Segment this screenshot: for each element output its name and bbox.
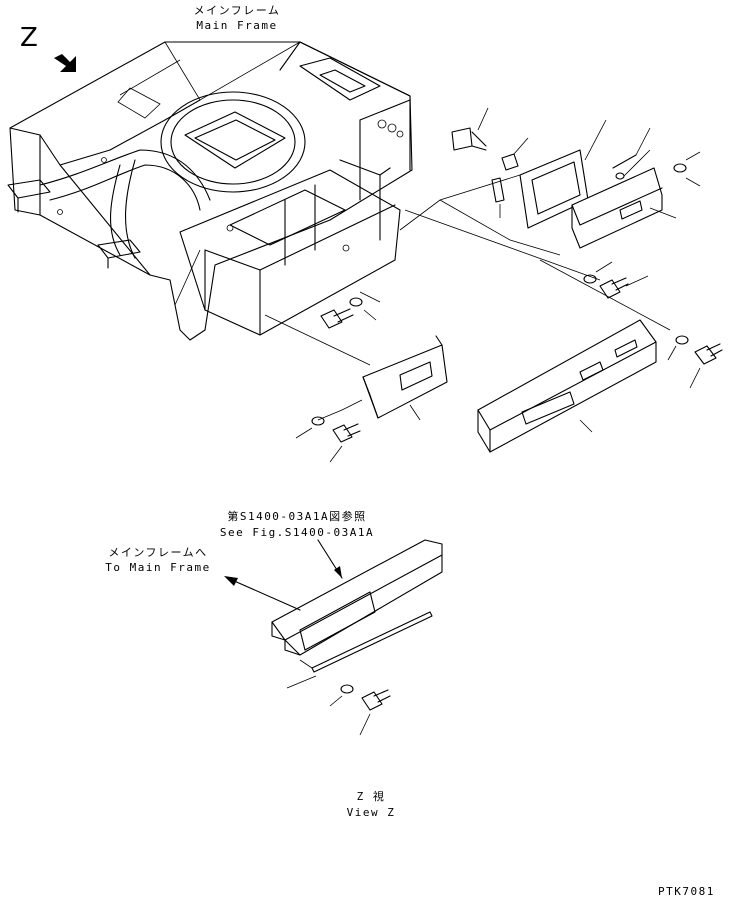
label-see-fig-jp: 第S1400-03A1A図参照 xyxy=(227,510,367,523)
bolt-small-cover xyxy=(295,416,361,463)
cover-long xyxy=(477,319,657,453)
grommet-nut xyxy=(451,107,529,218)
label-view-letter: Z xyxy=(20,23,38,53)
projection-lines-upper xyxy=(174,174,671,421)
bolt-upper-right xyxy=(583,261,649,299)
view-direction-arrow xyxy=(54,54,76,72)
bolt-long-cover xyxy=(667,335,723,389)
label-see-fig-en: See Fig.S1400-03A1A xyxy=(219,526,375,539)
label-to-main-frame-en: To Main Frame xyxy=(105,561,211,574)
cover-small xyxy=(362,335,448,421)
main-frame-assembly xyxy=(7,41,413,341)
label-view-z-jp: Z 視 xyxy=(356,790,386,803)
label-main-frame-en: Main Frame xyxy=(196,19,278,32)
label-drawing-code: PTK7081 xyxy=(658,885,715,898)
label-to-main-frame-jp: メインフレームへ xyxy=(108,546,208,559)
view-z-detail xyxy=(224,539,443,736)
clip-part xyxy=(612,127,701,187)
label-view-z-en: View Z xyxy=(346,806,396,819)
label-main-frame-jp: メインフレーム xyxy=(193,4,281,17)
cover-upper-right xyxy=(571,167,677,249)
bolt-frame xyxy=(320,297,377,329)
